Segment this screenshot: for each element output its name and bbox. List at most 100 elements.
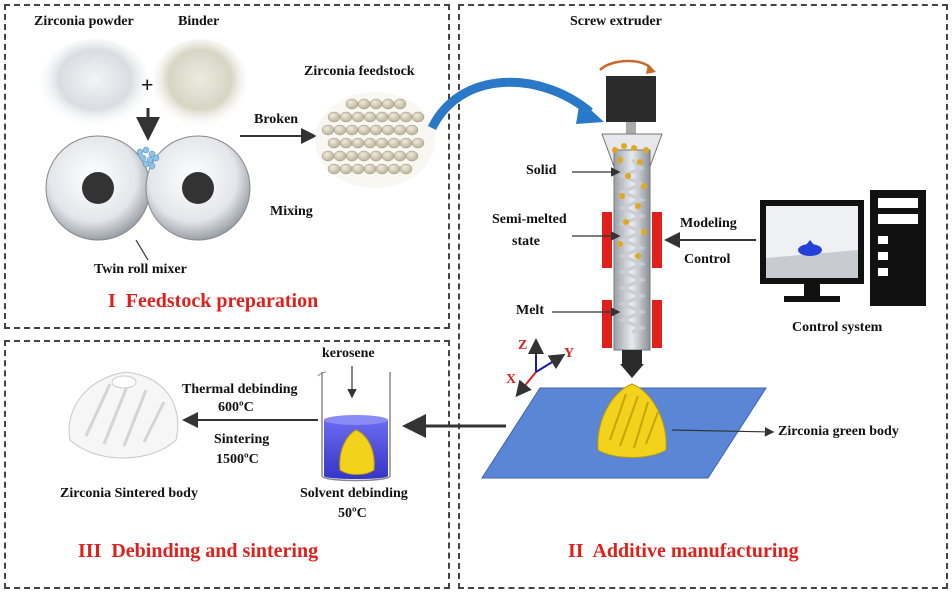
feedstock-pellet: [411, 111, 425, 123]
feedstock-pellet: [375, 163, 389, 175]
feedstock-pellet: [357, 124, 371, 136]
feedstock-pellet: [399, 111, 413, 123]
panel-2-title-text: Additive manufacturing: [592, 540, 799, 562]
feedstock-pellet: [381, 98, 395, 110]
feedstock-pellet: [321, 124, 335, 136]
panel-1-title: I Feedstock preparation: [108, 290, 318, 313]
feedstock-pellet: [375, 137, 389, 149]
feedstock-pellet: [345, 124, 359, 136]
feedstock-pellet: [393, 124, 407, 136]
feedstock-pellet: [369, 98, 383, 110]
panel-3-title: III Debinding and sintering: [78, 540, 318, 563]
feedstock-pellet: [399, 137, 413, 149]
feedstock-pellet: [351, 137, 365, 149]
panel-1-title-text: Feedstock preparation: [125, 290, 319, 312]
feedstock-pellet: [321, 150, 335, 162]
zirconia-powder-image: [40, 39, 150, 129]
feedstock-pellet: [411, 137, 425, 149]
nozzle: [620, 364, 644, 378]
sintered-body-part: [68, 371, 179, 459]
zirconia-feedstock-label: Zirconia feedstock: [304, 64, 415, 79]
axis-y-label: Y: [564, 346, 575, 361]
feedstock-pellet: [345, 98, 359, 110]
feedstock-pellet: [363, 163, 377, 175]
feedstock-pellet: [363, 111, 377, 123]
axis-z-label: Z: [518, 338, 528, 353]
extruder-motor: [606, 76, 656, 122]
heater-upper-right: [652, 212, 662, 268]
feedstock-pellet: [393, 150, 407, 162]
panel-3-title-text: Debinding and sintering: [111, 540, 319, 562]
mixing-label: Mixing: [270, 204, 313, 219]
feedstock-pellet: [369, 124, 383, 136]
feedstock-pellet: [369, 150, 383, 162]
thermal-debinding-label: Thermal debinding: [182, 382, 298, 397]
sintering-temp-label: 1500ºC: [216, 452, 259, 467]
feedstock-pellet: [375, 111, 389, 123]
twin-roll-pointer: [135, 239, 149, 261]
feedstock-pellet: [405, 150, 419, 162]
feedstock-pellet: [381, 150, 395, 162]
feed-to-extruder-arrow: [427, 77, 593, 131]
solid-label: Solid: [526, 163, 557, 178]
feedstock-pellet: [387, 111, 401, 123]
panel-feedstock: [4, 4, 450, 329]
heater-lower-left: [602, 300, 612, 348]
coordinate-axes: [515, 338, 566, 398]
sintering-label: Sintering: [214, 432, 270, 447]
feedstock-pellet: [387, 163, 401, 175]
feedstock-pellet: [357, 150, 371, 162]
binder-label: Binder: [178, 14, 220, 29]
control-system-label: Control system: [792, 320, 883, 335]
feedstock-pellet: [339, 137, 353, 149]
feedstock-pellet: [393, 98, 407, 110]
green-body-label: Zirconia green body: [778, 424, 899, 439]
feedstock-pellet: [399, 163, 413, 175]
panel-3-numeral: III: [78, 540, 102, 562]
panel-additive-manufacturing: [458, 4, 948, 589]
melt-label: Melt: [516, 303, 544, 318]
beaker: [317, 371, 391, 482]
panel-2-title: II Additive manufacturing: [568, 540, 799, 563]
sintered-body-label: Zirconia Sintered body: [60, 486, 198, 501]
feedstock-pellet: [351, 111, 365, 123]
panel-1-numeral: I: [108, 290, 116, 312]
feedstock-pellet: [357, 98, 371, 110]
semi-melted-label: Semi-melted: [492, 212, 567, 227]
solvent-temp-label: 50ºC: [338, 506, 367, 521]
heater-upper-left: [602, 212, 612, 268]
feedstock-pellet: [405, 124, 419, 136]
feedstock-pellet: [327, 137, 341, 149]
feedstock-pellet: [327, 163, 341, 175]
feedstock-pellet: [345, 150, 359, 162]
kerosene-label: kerosene: [322, 346, 375, 361]
feedstock-pellet: [363, 137, 377, 149]
thermal-temp-label: 600ºC: [218, 400, 254, 415]
twin-roll-mixer-label: Twin roll mixer: [94, 262, 187, 277]
panel-2-numeral: II: [568, 540, 584, 562]
binder-image: [152, 39, 248, 129]
plus-sign: +: [141, 72, 154, 97]
feedstock-pellet: [339, 111, 353, 123]
feedstock-pellet: [387, 137, 401, 149]
feedstock-pellet: [333, 150, 347, 162]
feedstock-pellet: [327, 111, 341, 123]
feedstock-pellet: [351, 163, 365, 175]
zirconia-powder-label: Zirconia powder: [34, 14, 134, 29]
control-computer: [760, 190, 926, 306]
broken-label: Broken: [254, 112, 299, 127]
control-label: Control: [684, 252, 731, 267]
feedstock-pellet: [333, 124, 347, 136]
mixing-particles: [136, 146, 160, 170]
feedstock-pellet: [381, 124, 395, 136]
panel-debinding: [4, 340, 450, 589]
modeling-label: Modeling: [680, 216, 737, 231]
green-body-part: [597, 383, 667, 458]
axis-x-label: X: [506, 372, 517, 387]
solvent-debinding-label: Solvent debinding: [300, 486, 408, 501]
feedstock-pellet: [339, 163, 353, 175]
heater-lower-right: [652, 300, 662, 348]
screw: [617, 158, 647, 334]
screw-extruder-label: Screw extruder: [570, 14, 662, 29]
